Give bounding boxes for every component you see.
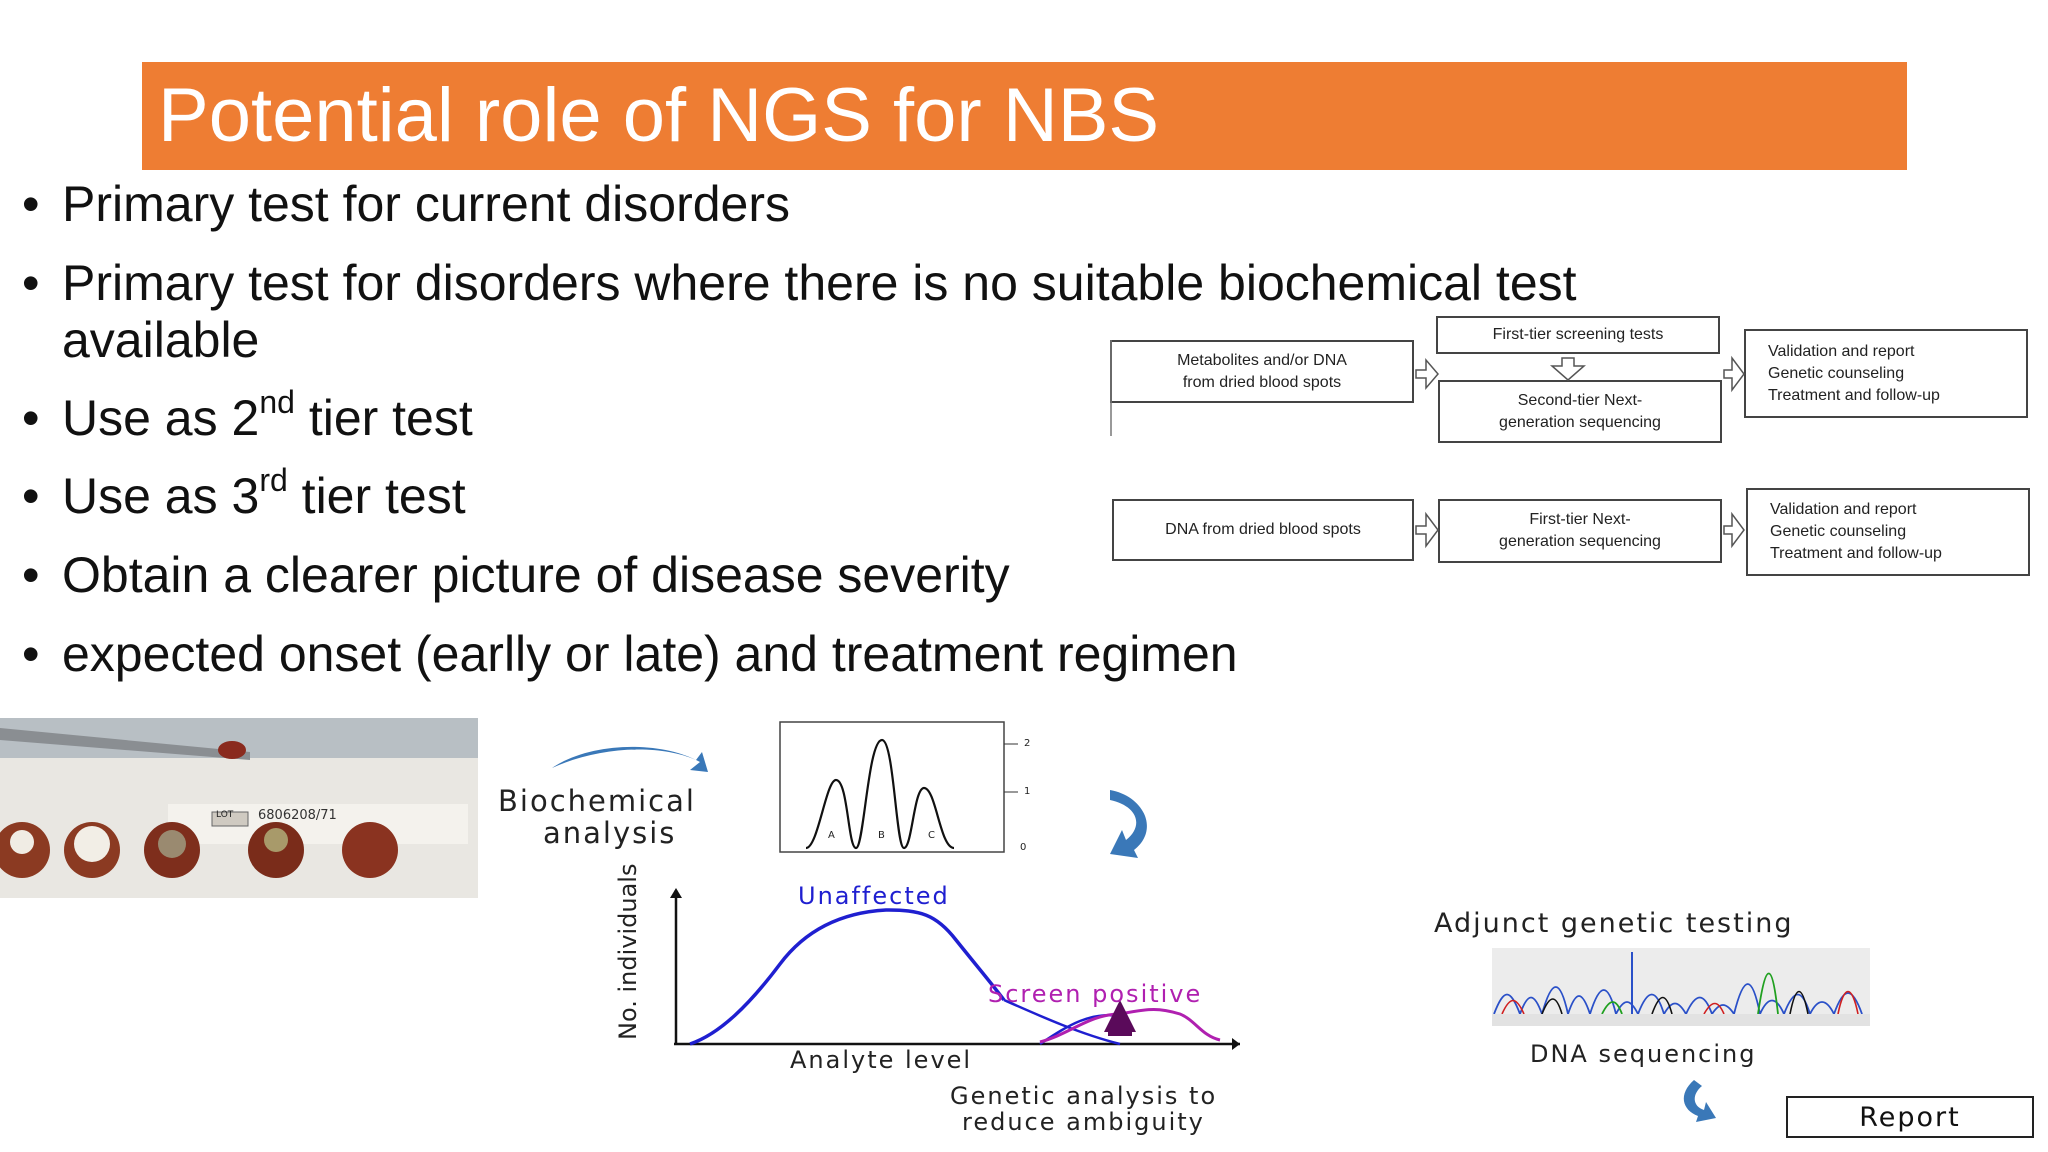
flow-source-label: DNA from dried blood spots <box>1165 521 1361 538</box>
bullet-superscript: rd <box>259 462 288 498</box>
curved-arrow-down-icon <box>1110 790 1147 858</box>
flow-first-tier-line: generation sequencing <box>1499 533 1661 550</box>
analysis-label: analysis <box>543 816 677 850</box>
lot-prefix: LOT <box>216 810 234 820</box>
curved-arrow-down-icon <box>1683 1080 1716 1122</box>
flow-result-line: Treatment and follow-up <box>1768 386 1940 404</box>
peak-tick-label: 1 <box>1024 786 1031 797</box>
flow-source-box: DNA from dried blood spots <box>1112 499 1414 561</box>
flow-first-tier-label: First-tier screening tests <box>1492 326 1664 343</box>
bullet-glyph: • <box>22 390 40 446</box>
bullet-text: tier test <box>287 468 466 524</box>
flow-arrows <box>1110 340 1745 549</box>
report-box: Report <box>1786 1096 2034 1138</box>
flow-arrow-icon <box>1723 511 1745 549</box>
dna-sequencing-trace <box>1492 948 1870 1026</box>
bullet-text: tier test <box>294 390 473 446</box>
bullet-glyph: • <box>22 626 40 682</box>
flow-arrow-icon <box>1415 511 1439 549</box>
flow-arrow-icon <box>1723 355 1745 393</box>
flow-result-line: Treatment and follow-up <box>1770 545 1942 562</box>
bullet-glyph: • <box>22 547 40 603</box>
flow-source-line: from dried blood spots <box>1182 373 1342 391</box>
bullet-glyph: • <box>22 176 40 232</box>
flow-first-tier-ngs-box: First-tier Next-generation sequencing <box>1438 499 1722 563</box>
bullet-text: expected onset (earlly or late) and trea… <box>62 626 1238 682</box>
bullet-item: • Use as 3rd tier test <box>22 464 466 524</box>
y-axis-label: No. individuals <box>614 863 642 1040</box>
bullet-continuation: available <box>62 312 260 368</box>
dna-sequencing-label: DNA sequencing <box>1530 1040 1757 1068</box>
bullet-text: Obtain a clearer picture of disease seve… <box>62 547 1010 603</box>
bullet-text: Use as 2 <box>62 390 260 446</box>
reduce-ambiguity-label: reduce ambiguity <box>962 1108 1205 1136</box>
peak-label: A <box>828 830 835 841</box>
bullet-item: • Primary test for current disorders <box>22 176 790 232</box>
peak-label: C <box>928 830 935 841</box>
flow-second-tier-box: Second-tier Next-generation sequencing <box>1438 380 1722 443</box>
biochemical-label: Biochemical <box>498 784 696 818</box>
flow-result-line: Genetic counseling <box>1768 364 1905 382</box>
flow-second-tier-line: Second-tier Next- <box>1517 391 1643 409</box>
x-axis-label: Analyte level <box>790 1046 973 1074</box>
peak-tick-label: 2 <box>1024 738 1031 749</box>
flow-arrow-icon <box>1415 357 1439 391</box>
peak-label: B <box>878 830 885 841</box>
flow-result-line: Genetic counseling <box>1770 523 1907 540</box>
flow-second-tier-line: generation sequencing <box>1499 413 1661 431</box>
curved-arrow-right-icon <box>552 746 708 772</box>
flow-source-box: Metabolites and/or DNA from dried blood s… <box>1110 340 1414 403</box>
peak-tick-label: 0 <box>1020 842 1027 853</box>
bullet-text: Use as 3 <box>62 468 260 524</box>
bullet-item: • Use as 2nd tier test <box>22 386 473 446</box>
bullet-text: Primary test for current disorders <box>62 176 790 232</box>
bullet-item: • expected onset (earlly or late) and tre… <box>22 626 1238 682</box>
bullet-item: • Obtain a clearer picture of disease sev… <box>22 547 1010 603</box>
genetic-analysis-label: Genetic analysis to <box>950 1082 1218 1110</box>
lot-number: 6806208/71 <box>258 808 337 823</box>
bullet-glyph: • <box>22 255 40 311</box>
blood-spot-card-illustration <box>0 718 478 898</box>
bullet-text: Primary test for disorders where there i… <box>62 255 1577 311</box>
adjunct-label: Adjunct genetic testing <box>1434 908 1794 939</box>
unaffected-label: Unaffected <box>798 882 950 910</box>
flow-source-line: Metabolites and/or DNA <box>1177 351 1347 369</box>
screen-positive-label: Screen positive <box>988 980 1203 1008</box>
peak-chromatogram <box>779 721 1018 853</box>
title-band <box>142 62 1907 170</box>
flow-first-tier-box: First-tier screening tests <box>1436 316 1720 354</box>
analyte-distribution-chart <box>670 888 1240 1050</box>
flow-first-tier-line: First-tier Next- <box>1529 511 1631 528</box>
dried-blood-spot-photo: LOT 6806208/71 <box>0 718 478 898</box>
bullet-item: • Primary test for disorders where there … <box>22 255 1577 311</box>
slide-title: Potential role of NGS for NBS <box>158 73 1160 158</box>
bullet-superscript: nd <box>259 384 295 420</box>
bullet-glyph: • <box>22 468 40 524</box>
flow-result-line: Validation and report <box>1770 501 1917 518</box>
flow-result-line: Validation and report <box>1768 342 1915 360</box>
flow-arrow-down-icon <box>1550 357 1586 381</box>
